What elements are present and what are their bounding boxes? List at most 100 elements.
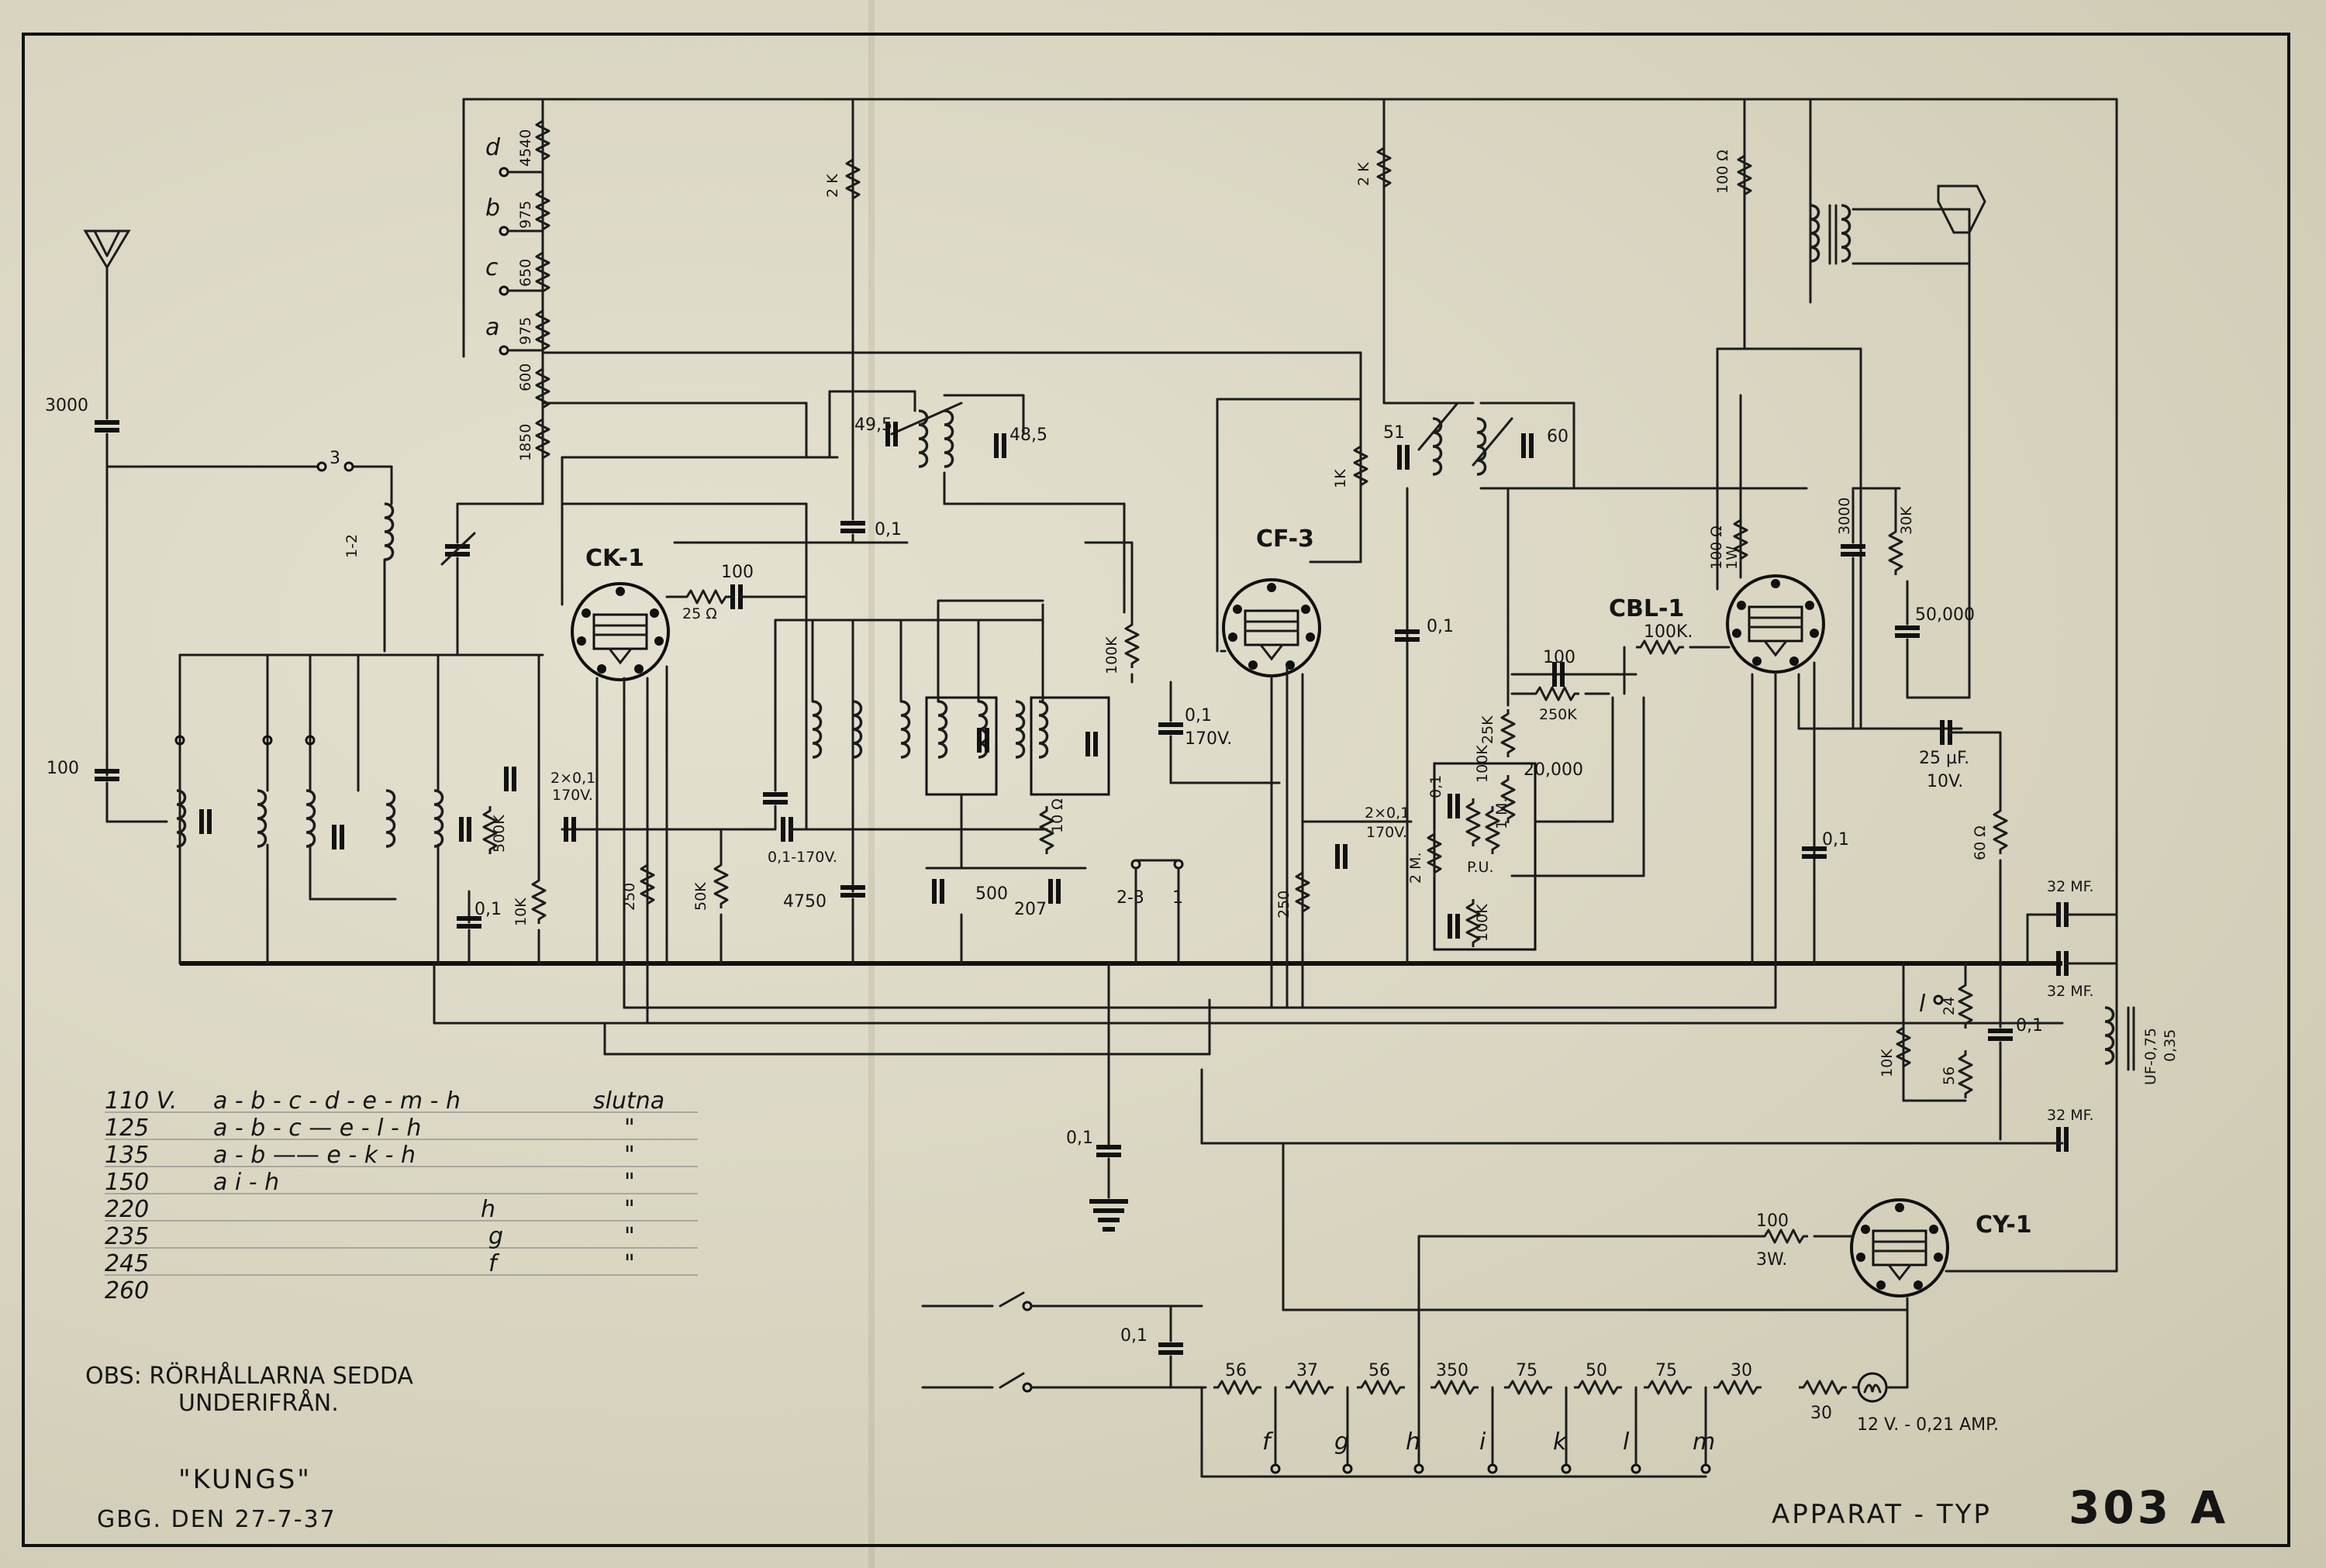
label-c32c: 32 MF. — [2047, 1107, 2094, 1124]
oscillator-coils — [811, 696, 1110, 796]
tap-b: b — [485, 195, 500, 222]
filter-choke — [2103, 1006, 2135, 1071]
series-resistor-values: 56 37 56 350 75 50 75 30 — [1225, 1361, 1752, 1380]
svg-text:75: 75 — [1516, 1361, 1537, 1380]
label-cf3: CF-3 — [1256, 526, 1314, 553]
label-r10k: 10K — [512, 898, 530, 926]
label-c100-a: 100 — [721, 563, 754, 582]
label-ck1: CK-1 — [585, 545, 644, 572]
label-r2k-b: 2 K — [1355, 162, 1372, 186]
label-lamp: 12 V. - 0,21 AMP. — [1857, 1415, 1999, 1435]
output-transformer — [1809, 204, 1971, 265]
label-c60: 60 — [1547, 427, 1568, 446]
voltage-taps[interactable] — [1270, 1386, 1711, 1474]
label-c500: 500 — [975, 884, 1008, 904]
voltage-table-rows: 110 V. a - b - c - d - e - m - h slutna … — [105, 1087, 664, 1304]
if-transformer-2 — [1417, 401, 1513, 476]
svg-text:110 V.: 110 V. — [105, 1087, 177, 1115]
label-sw12: 1-2 — [343, 534, 361, 558]
paper-fold — [868, 0, 875, 1568]
svg-text:50: 50 — [1586, 1361, 1607, 1380]
label-c4750: 4750 — [783, 892, 827, 912]
svg-text:220: 220 — [105, 1196, 149, 1223]
if-transformer-1 — [890, 401, 963, 468]
label-sw23: 2-3 — [1116, 888, 1144, 908]
label-r60: 60 Ω — [1972, 825, 1989, 860]
voltage-table — [105, 1111, 698, 1276]
tube-cf3 — [1222, 578, 1321, 677]
label-r25: 25 Ω — [682, 605, 717, 622]
label-r250: 250 — [621, 883, 638, 911]
ground-symbol — [1089, 1199, 1128, 1232]
tube-ck1 — [571, 582, 670, 681]
label-r10k-b: 10K — [1879, 1049, 1896, 1077]
label-c01-170v: 0,1-170V. — [768, 849, 837, 866]
label-c01-mains: 0,1 — [1120, 1326, 1147, 1346]
label-r100k-c: 100K — [1474, 904, 1491, 942]
label-r500k: 500K — [491, 815, 508, 853]
label-r100k-b: 100K — [1474, 745, 1491, 783]
label-choke: UF-0,75 — [2142, 1028, 2159, 1085]
label-r100k-d: 100K. — [1644, 622, 1693, 642]
svg-text:a i - h: a i - h — [213, 1169, 279, 1196]
svg-text:l: l — [1623, 1428, 1630, 1456]
label-r100ohm-top: 100 Ω — [1714, 150, 1731, 194]
label-r10ohm: 10 Ω — [1049, 798, 1066, 833]
coil-band-3 — [383, 502, 395, 561]
label-c100-b: 100 — [1543, 648, 1575, 667]
label-c51: 51 — [1383, 423, 1405, 443]
label-c3000: 3000 — [1836, 498, 1853, 535]
svg-text:56: 56 — [1225, 1361, 1247, 1380]
label-c01-a: 0,1 — [875, 520, 902, 539]
label-r1m: 1 M. — [1493, 798, 1510, 829]
svg-text:135: 135 — [105, 1142, 149, 1169]
svg-text:k: k — [1553, 1428, 1568, 1456]
svg-text:235: 235 — [105, 1223, 149, 1250]
label-c01-dup: 0,1 — [1427, 775, 1444, 798]
label-r50k: 50K — [692, 882, 709, 911]
series-resistor-chain — [1212, 1380, 1848, 1395]
svg-text:150: 150 — [105, 1169, 149, 1196]
label-c01-c: 0,1 — [1427, 617, 1454, 636]
input-coils — [175, 789, 444, 848]
svg-text:75: 75 — [1655, 1361, 1677, 1380]
svg-text:30: 30 — [1731, 1361, 1752, 1380]
label-r2m: 2 M. — [1407, 852, 1424, 884]
label-r250b: 250 — [1275, 891, 1292, 918]
drawing-border — [22, 33, 2290, 1547]
label-v170b: 170V. — [552, 787, 593, 804]
label-r24: 24 — [1941, 997, 1958, 1015]
maker-name: "KUNGS" — [178, 1464, 312, 1495]
label-r975b: 975 — [517, 317, 534, 345]
label-r56: 56 — [1941, 1067, 1958, 1085]
label-c2x01: 2×0,1 — [550, 770, 595, 787]
label-v170c: 170V. — [1366, 824, 1407, 841]
label-v10: 10V. — [1927, 772, 1963, 791]
note-line-1: OBS: RÖRHÅLLARNA SEDDA — [85, 1362, 413, 1390]
label-w1: 1W — [1724, 546, 1741, 570]
dial-lamp — [1857, 1372, 1888, 1403]
model-number: 303 A — [2069, 1481, 2228, 1534]
label-c01-e: 0,1 — [2016, 1016, 2043, 1036]
divider-taps — [499, 167, 544, 356]
tap-c: c — [485, 254, 499, 281]
label-r650: 650 — [517, 259, 534, 287]
svg-text:f: f — [1262, 1428, 1274, 1456]
svg-text:": " — [624, 1142, 635, 1169]
label-r30-lamp: 30 — [1810, 1404, 1832, 1423]
mains-switch[interactable] — [921, 1291, 1207, 1393]
svg-text:": " — [624, 1115, 635, 1142]
label-r25k: 25K — [1479, 715, 1496, 744]
label-c25uf: 25 µF. — [1919, 749, 1969, 768]
svg-text:m: m — [1693, 1428, 1715, 1456]
label-r600: 600 — [517, 364, 534, 391]
tap-d: d — [485, 134, 501, 161]
label-c207: 207 — [1014, 900, 1047, 919]
svg-text:g: g — [1334, 1428, 1349, 1456]
label-cbl1: CBL-1 — [1609, 595, 1684, 622]
label-r30k: 30K — [1898, 506, 1915, 535]
tap-a: a — [485, 314, 499, 341]
tube-cy1 — [1850, 1198, 1949, 1297]
antenna — [83, 229, 131, 420]
